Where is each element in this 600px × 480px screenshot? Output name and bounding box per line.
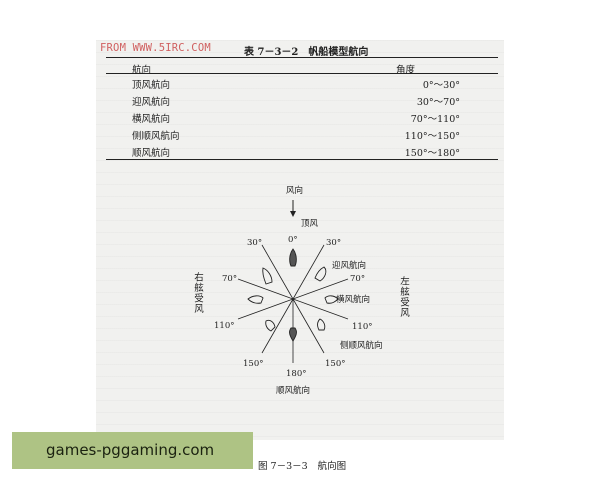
table-row-heading: 顺风航向 bbox=[132, 148, 171, 159]
beam-reach-label: 横风航向 bbox=[336, 294, 370, 305]
table-header-rule bbox=[106, 73, 498, 74]
wind-label: 风向 bbox=[286, 185, 303, 196]
boat-upwind-left-icon bbox=[262, 267, 273, 285]
table-row-heading: 顶风航向 bbox=[132, 80, 171, 91]
table-row-angle: 150°～180° bbox=[404, 148, 460, 159]
boat-upwind-right-icon bbox=[314, 266, 327, 282]
table-number: 表 7－3－2 bbox=[244, 47, 299, 58]
boat-broad-right-icon bbox=[317, 318, 326, 331]
boat-downwind-icon bbox=[289, 327, 297, 342]
boat-head-wind-icon bbox=[289, 248, 297, 267]
angle-110-left-label: 110° bbox=[214, 321, 234, 331]
line-30-right bbox=[292, 244, 325, 300]
table-title: 帆船模型航向 bbox=[308, 47, 369, 58]
starboard-tack-label: 右舷受风 bbox=[192, 272, 203, 314]
broad-reach-label: 侧顺风航向 bbox=[340, 340, 383, 351]
site-banner[interactable]: games-pggaming.com bbox=[12, 432, 253, 469]
boat-beam-right-icon bbox=[324, 295, 339, 304]
table-header-heading: 航向 bbox=[132, 65, 152, 76]
angle-0-label: 0° bbox=[288, 235, 298, 245]
head-wind-label: 顶风 bbox=[301, 219, 319, 229]
downwind-label: 顺风航向 bbox=[276, 385, 310, 396]
wind-arrow-icon bbox=[290, 211, 296, 217]
angle-110-right-label: 110° bbox=[352, 322, 372, 332]
table-top-rule bbox=[106, 57, 498, 59]
site-banner-text[interactable]: games-pggaming.com bbox=[46, 441, 215, 459]
table-bottom-rule bbox=[106, 159, 498, 161]
table-caption: 表 7－3－2 帆船模型航向 bbox=[244, 43, 378, 58]
table-row-heading: 迎风航向 bbox=[132, 97, 171, 108]
line-150-left bbox=[261, 298, 294, 354]
figure-title: 航向图 bbox=[317, 461, 347, 472]
angle-180-label: 180° bbox=[286, 369, 306, 379]
angle-150-left-label: 150° bbox=[243, 359, 263, 369]
boat-broad-left-icon bbox=[265, 319, 276, 332]
angle-70-right-label: 70° bbox=[350, 274, 365, 284]
table-row-angle: 0°～30° bbox=[422, 80, 460, 91]
line-150-right bbox=[292, 298, 325, 354]
figure-caption: 图 7－3－3 航向图 bbox=[258, 458, 356, 472]
angle-150-right-label: 150° bbox=[325, 359, 345, 369]
table-row-heading: 横风航向 bbox=[132, 114, 171, 125]
page-background-text bbox=[96, 40, 504, 440]
book-page: FROM WWW.5IRC.COM 表 7－3－2 帆船模型航向 航向 角度 顶风… bbox=[96, 40, 504, 472]
line-70-left bbox=[237, 278, 294, 300]
boat-beam-left-icon bbox=[247, 295, 264, 304]
upwind-label: 迎风航向 bbox=[332, 260, 366, 271]
watermark: FROM WWW.5IRC.COM bbox=[100, 42, 211, 54]
boat-icons bbox=[247, 248, 339, 342]
table-header-angle: 角度 bbox=[396, 65, 416, 76]
table-row-angle: 30°～70° bbox=[416, 97, 460, 108]
table-row-angle: 110°～150° bbox=[404, 131, 460, 142]
line-110-left bbox=[237, 298, 294, 320]
port-tack-label: 左舷受风 bbox=[398, 276, 409, 318]
angle-70-left-label: 70° bbox=[222, 274, 237, 284]
line-30-left bbox=[261, 244, 294, 300]
table-row-angle: 70°～110° bbox=[410, 114, 460, 125]
angle-30-right-label: 30° bbox=[326, 238, 341, 248]
table-row-heading: 侧顺风航向 bbox=[132, 131, 180, 142]
line-110-right bbox=[292, 298, 349, 320]
line-70-right bbox=[292, 278, 349, 300]
angle-30-left-label: 30° bbox=[247, 238, 262, 248]
figure-number: 图 7－3－3 bbox=[258, 461, 308, 472]
sailing-heading-diagram: 风向 顶风 0° 30° 30° 迎风航向 70° 70° 横风航向 110° … bbox=[214, 185, 383, 396]
